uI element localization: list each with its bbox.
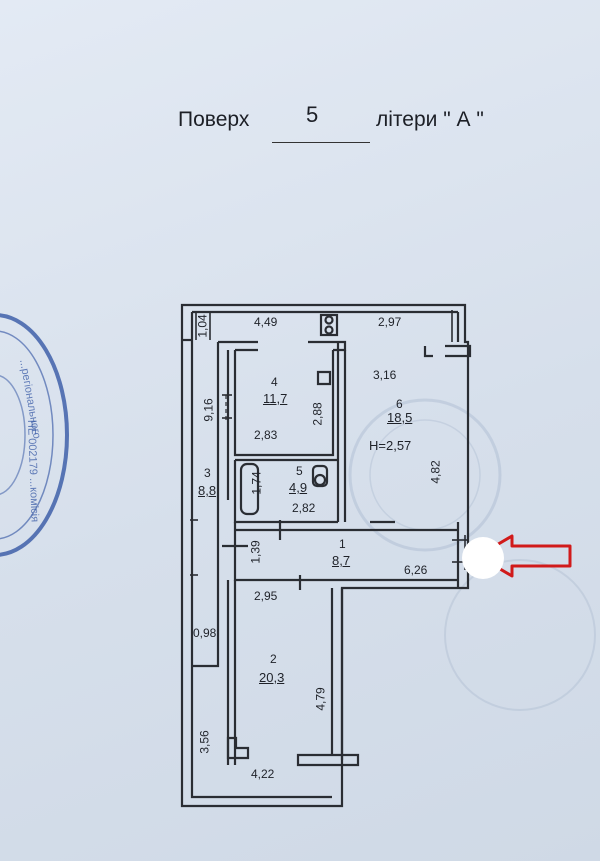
room-4-area: 11,7 bbox=[263, 391, 288, 406]
letter-label: літери " А " bbox=[376, 108, 484, 131]
room-2-area: 20,3 bbox=[259, 670, 285, 685]
dim-3-56: 3,56 bbox=[197, 730, 212, 754]
dim-4-79: 4,79 bbox=[313, 687, 328, 711]
dim-1-39: 1,39 bbox=[248, 540, 263, 564]
room-3-number: 3 bbox=[204, 466, 211, 480]
dim-2-97: 2,97 bbox=[378, 315, 402, 329]
room-1-area: 8,7 bbox=[332, 553, 351, 568]
room-6-number: 6 bbox=[396, 397, 403, 411]
room-5-area: 4,9 bbox=[289, 480, 308, 495]
floor-underline bbox=[272, 142, 370, 143]
dim-4-22: 4,22 bbox=[251, 767, 275, 781]
dim-2-95: 2,95 bbox=[254, 589, 278, 603]
room-6-area: 18,5 bbox=[387, 410, 413, 425]
white-spot bbox=[462, 537, 504, 579]
dim-2-82: 2,82 bbox=[292, 501, 316, 515]
floor-label: Поверх bbox=[178, 108, 250, 131]
room-2-number: 2 bbox=[270, 652, 277, 666]
room-1-number: 1 bbox=[339, 537, 346, 551]
room-4-number: 4 bbox=[271, 375, 278, 389]
dim-2-83: 2,83 bbox=[254, 428, 278, 442]
dim-3-16: 3,16 bbox=[373, 368, 397, 382]
room-5-number: 5 bbox=[296, 464, 303, 478]
room-3-area: 8,8 bbox=[198, 483, 217, 498]
svg-text:НЕ 002179 ...комісія: НЕ 002179 ...комісія bbox=[25, 420, 41, 523]
dim-9-16: 9,16 bbox=[201, 398, 216, 422]
dim-0-98: 0,98 bbox=[193, 626, 217, 640]
floor-number: 5 bbox=[306, 102, 319, 127]
ceiling-height: H=2,57 bbox=[369, 438, 412, 453]
dim-4-49: 4,49 bbox=[254, 315, 278, 329]
dim-1-04: 1,04 bbox=[195, 314, 210, 338]
dim-2-88: 2,88 bbox=[310, 402, 325, 426]
dim-4-82: 4,82 bbox=[428, 460, 443, 484]
dim-1-74: 1,74 bbox=[249, 471, 264, 495]
dim-6-26: 6,26 bbox=[404, 563, 428, 577]
